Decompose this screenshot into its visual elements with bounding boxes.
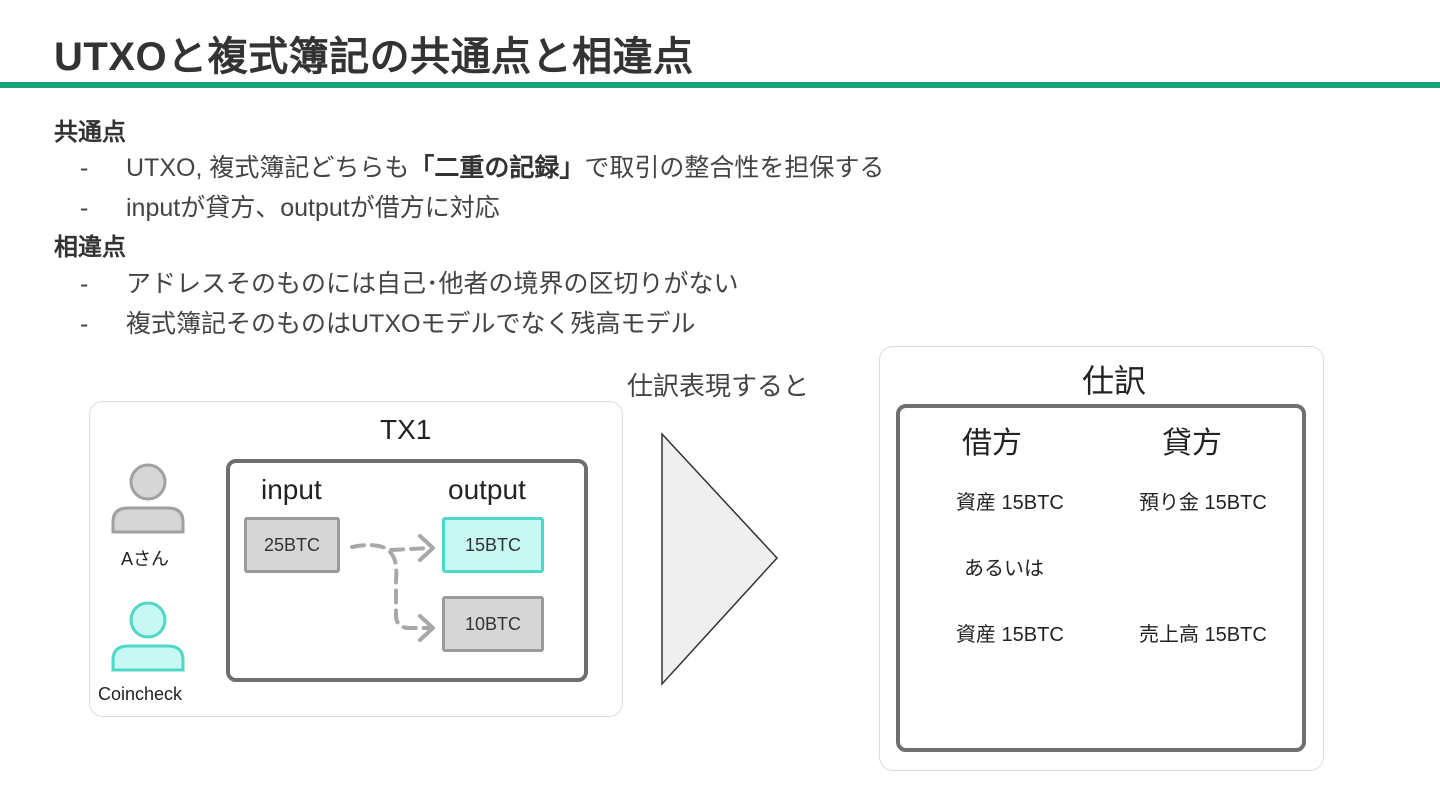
section-heading-differences: 相違点 bbox=[54, 234, 126, 261]
section-heading-common: 共通点 bbox=[54, 119, 126, 146]
user-icon-coincheck bbox=[111, 601, 185, 672]
credit-header: 貸方 bbox=[1162, 427, 1222, 460]
bullet-dash: - bbox=[80, 194, 89, 222]
bullet-text: アドレスそのものには自己･他者の境界の区切りがない bbox=[126, 270, 739, 298]
journal-title: 仕訳 bbox=[1082, 363, 1147, 399]
tx-box bbox=[226, 459, 588, 682]
bullet-item: - inputが貸方、outputが借方に対応 bbox=[80, 188, 500, 224]
output-label: output bbox=[448, 474, 526, 505]
input-label: input bbox=[261, 474, 322, 505]
bullet-item: - UTXO, 複式簿記どちらも「二重の記録」で取引の整合性を担保する bbox=[80, 148, 884, 184]
user-label-coincheck: Coincheck bbox=[98, 684, 183, 704]
output-utxo-coincheck: 15BTC bbox=[442, 517, 544, 573]
bullet-dash: - bbox=[80, 154, 89, 182]
page-title: UTXOと複式簿記の共通点と相違点 bbox=[54, 35, 694, 79]
bullet-dash: - bbox=[80, 310, 89, 338]
title-underline bbox=[0, 82, 1440, 88]
bullet-item: - 複式簿記そのものはUTXOモデルでなく残高モデル bbox=[80, 304, 695, 340]
debit-header: 借方 bbox=[962, 427, 1022, 460]
user-label-a: Aさん bbox=[121, 549, 170, 569]
bullet-emphasis: 「二重の記録」 bbox=[409, 154, 585, 182]
output-utxo-change: 10BTC bbox=[442, 596, 544, 652]
bullet-text: inputが貸方、outputが借方に対応 bbox=[126, 194, 500, 222]
user-icon-a bbox=[111, 463, 185, 534]
journal-credit-2: 売上高 15BTC bbox=[1139, 624, 1267, 646]
journal-or-label: あるいは bbox=[964, 558, 1044, 580]
bullet-text-tail: で取引の整合性を担保する bbox=[584, 154, 885, 182]
bullet-item: - アドレスそのものには自己･他者の境界の区切りがない bbox=[80, 264, 739, 300]
utxo-flow-arrows bbox=[350, 534, 435, 642]
bullet-text: 複式簿記そのものはUTXOモデルでなく残高モデル bbox=[126, 310, 696, 338]
journal-credit-1: 預り金 15BTC bbox=[1139, 492, 1267, 514]
journal-debit-1: 資産 15BTC bbox=[956, 492, 1064, 514]
transition-note: 仕訳表現すると bbox=[627, 371, 810, 401]
journal-debit-2: 資産 15BTC bbox=[956, 624, 1064, 646]
journal-panel bbox=[879, 346, 1324, 771]
right-arrow-triangle-icon bbox=[661, 432, 779, 686]
tx-title: TX1 bbox=[380, 414, 432, 445]
journal-box bbox=[896, 404, 1306, 752]
bullet-dash: - bbox=[80, 270, 89, 298]
bullet-text: UTXO, 複式簿記どちらも bbox=[126, 154, 410, 182]
input-utxo: 25BTC bbox=[244, 517, 340, 573]
